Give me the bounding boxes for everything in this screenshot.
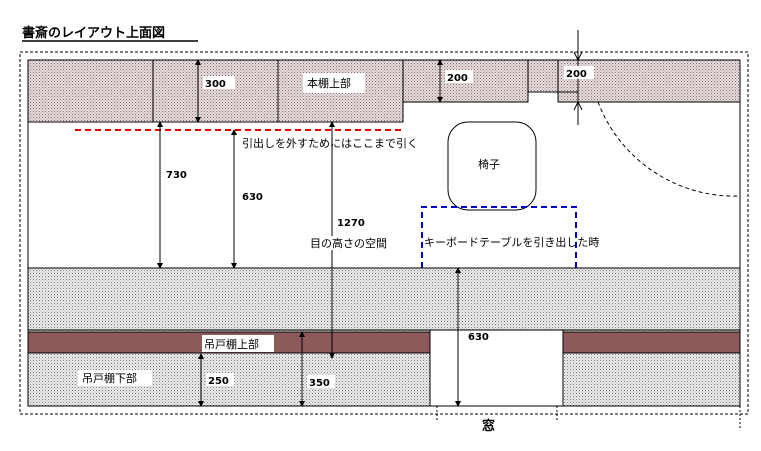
hanging-top-label: 吊戸棚上部: [204, 337, 259, 351]
bookshelf-row: [27, 59, 741, 123]
desk-surface: [27, 267, 741, 331]
dim-200a: 200: [447, 73, 468, 84]
hanging-cabinet-band-right: [562, 331, 741, 354]
keyboard-table-outline: [421, 206, 577, 268]
hanging-bottom-label-bg: [78, 370, 152, 386]
door-swing-arc: [597, 101, 741, 197]
bookshelf-label-bg: [303, 73, 365, 93]
chair-label: 椅子: [478, 157, 500, 171]
bookshelf-top-label: 本棚上部: [307, 76, 351, 90]
page-title: 書斎のレイアウト上面図: [22, 25, 165, 41]
window-label: 窓: [482, 418, 495, 434]
hanging-bottom-label: 吊戸棚下部: [82, 371, 137, 385]
dim-250: 250: [208, 376, 229, 387]
hanging-top-label-bg: [202, 335, 274, 352]
dim-1270: 1270: [337, 218, 365, 229]
dim-200b: 200: [566, 69, 587, 80]
dim-730: 730: [166, 170, 187, 181]
dim-300: 300: [205, 79, 226, 90]
eye-space-label: 目の高さの空間: [310, 236, 387, 250]
dim-350: 350: [309, 378, 330, 389]
drawer-note: 引出しを外すためにはここまで引く: [242, 136, 418, 150]
keyboard-note: キーボードテーブルを引き出した時: [424, 235, 599, 249]
chair: [447, 121, 537, 211]
dim-630a: 630: [242, 192, 263, 203]
dim-630b: 630: [468, 332, 489, 343]
